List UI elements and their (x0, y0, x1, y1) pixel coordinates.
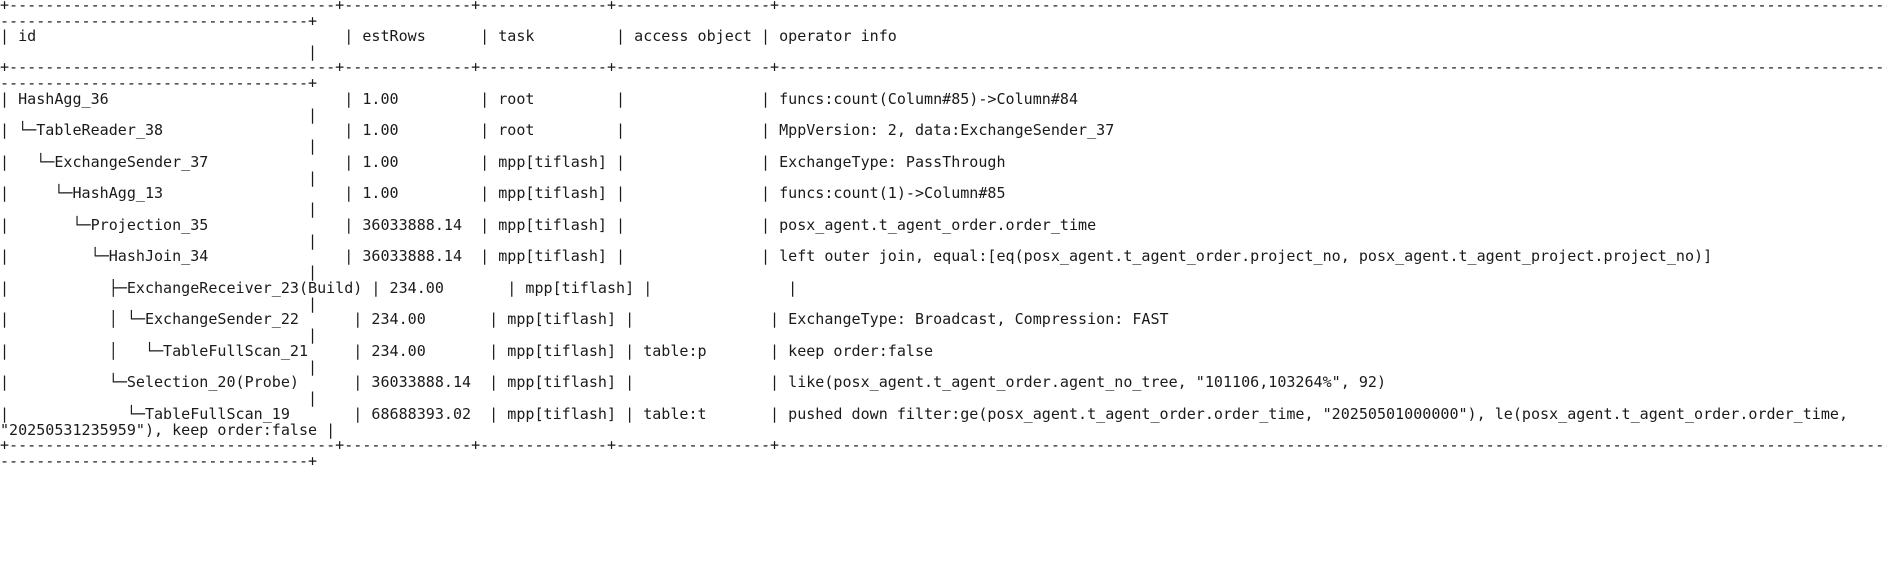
table-border-top-wrap: ----------------------------------+ (0, 12, 318, 30)
table-row-wrap: | (0, 326, 318, 344)
table-border-top: +------------------------------------+--… (0, 0, 1887, 14)
table-row: | ├─ExchangeReceiver_23(Build) | 234.00 … (0, 279, 798, 297)
table-row: | │ └─ExchangeSender_22 | 234.00 | mpp[t… (0, 310, 1169, 328)
table-row: | └─ExchangeSender_37 | 1.00 | mpp[tifla… (0, 153, 1006, 171)
table-row: | └─TableReader_38 | 1.00 | root | | Mpp… (0, 121, 1115, 139)
table-row-wrap: "20250531235959"), keep order:false | (0, 421, 336, 439)
table-row-wrap: | (0, 200, 318, 218)
table-border-header-wrap: ----------------------------------+ (0, 74, 318, 92)
table-row: | └─HashAgg_13 | 1.00 | mpp[tiflash] | |… (0, 184, 1006, 202)
table-border-bottom: +------------------------------------+--… (0, 436, 1887, 454)
table-row: | │ └─TableFullScan_21 | 234.00 | mpp[ti… (0, 342, 934, 360)
header-row-wrap: | (0, 43, 318, 61)
table-row-wrap: | (0, 137, 318, 155)
table-row-wrap: | (0, 389, 318, 407)
table-row: | └─Selection_20(Probe) | 36033888.14 | … (0, 373, 1387, 391)
table-row: | └─HashJoin_34 | 36033888.14 | mpp[tifl… (0, 247, 1713, 265)
table-row: | └─Projection_35 | 36033888.14 | mpp[ti… (0, 216, 1097, 234)
table-row-wrap: | (0, 106, 318, 124)
table-row: | └─TableFullScan_19 | 68688393.02 | mpp… (0, 405, 1849, 423)
header-row: | id | estRows | task | access object | … (0, 27, 897, 45)
table-row-wrap: | (0, 358, 318, 376)
table-row-wrap: | (0, 232, 318, 250)
table-border-bottom-wrap: ----------------------------------+ (0, 452, 318, 470)
table-row-wrap: | (0, 263, 318, 281)
table-border-header: +------------------------------------+--… (0, 58, 1887, 76)
table-row: | HashAgg_36 | 1.00 | root | | funcs:cou… (0, 90, 1079, 108)
table-row-wrap: | (0, 169, 318, 187)
table-row-wrap: | (0, 295, 318, 313)
